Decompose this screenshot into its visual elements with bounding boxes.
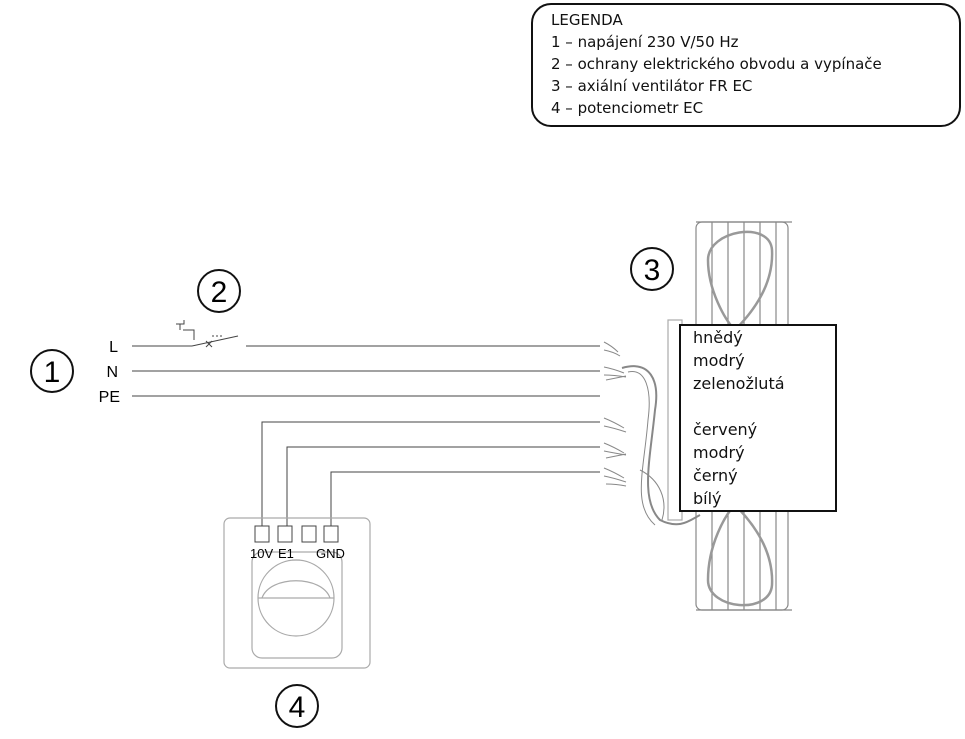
callout-4-number: 4 <box>289 691 306 724</box>
wire-color-spacer <box>693 395 835 418</box>
terminal-block <box>254 525 339 543</box>
wire-stubs <box>603 341 701 526</box>
legend-item-3: 3 – axiální ventilátor FR EC <box>551 77 753 95</box>
supply-label-n: N <box>106 364 118 381</box>
terminal-label-e1: E1 <box>278 546 294 561</box>
potentiometer <box>223 517 371 669</box>
callout-2: 2 <box>197 269 241 313</box>
legend-item-1: 1 – napájení 230 V/50 Hz <box>551 33 739 51</box>
legend-item-2: 2 – ochrany elektrického obvodu a vypína… <box>551 55 882 73</box>
legend-title: LEGENDA <box>551 11 623 29</box>
wire-color-6: černý <box>693 466 738 485</box>
legend-box: LEGENDA 1 – napájení 230 V/50 Hz 2 – och… <box>531 3 961 127</box>
wire-color-5: modrý <box>693 443 745 462</box>
callout-2-number: 2 <box>211 276 228 309</box>
terminal-label-10v: 10V <box>250 546 273 561</box>
wire-color-3: zelenožlutá <box>693 374 785 393</box>
supply-label-l: L <box>109 339 118 356</box>
wire-color-4: červený <box>693 420 758 439</box>
terminal-label-gnd: GND <box>316 546 345 561</box>
circuit-breaker-symbol <box>176 320 222 348</box>
callout-1-number: 1 <box>44 356 61 389</box>
callout-4: 4 <box>275 684 319 728</box>
supply-label-pe: PE <box>99 389 120 406</box>
callout-1: 1 <box>30 349 74 393</box>
legend-item-4: 4 – potenciometr EC <box>551 99 704 117</box>
callout-3: 3 <box>630 247 674 291</box>
wire-color-box: hnědý modrý zelenožlutá červený modrý če… <box>679 324 837 512</box>
control-wires <box>261 421 600 528</box>
wire-color-2: modrý <box>693 351 745 370</box>
wire-color-7: bílý <box>693 489 722 508</box>
callout-3-number: 3 <box>644 254 661 287</box>
supply-wires <box>132 335 600 397</box>
wire-color-1: hnědý <box>693 328 743 347</box>
